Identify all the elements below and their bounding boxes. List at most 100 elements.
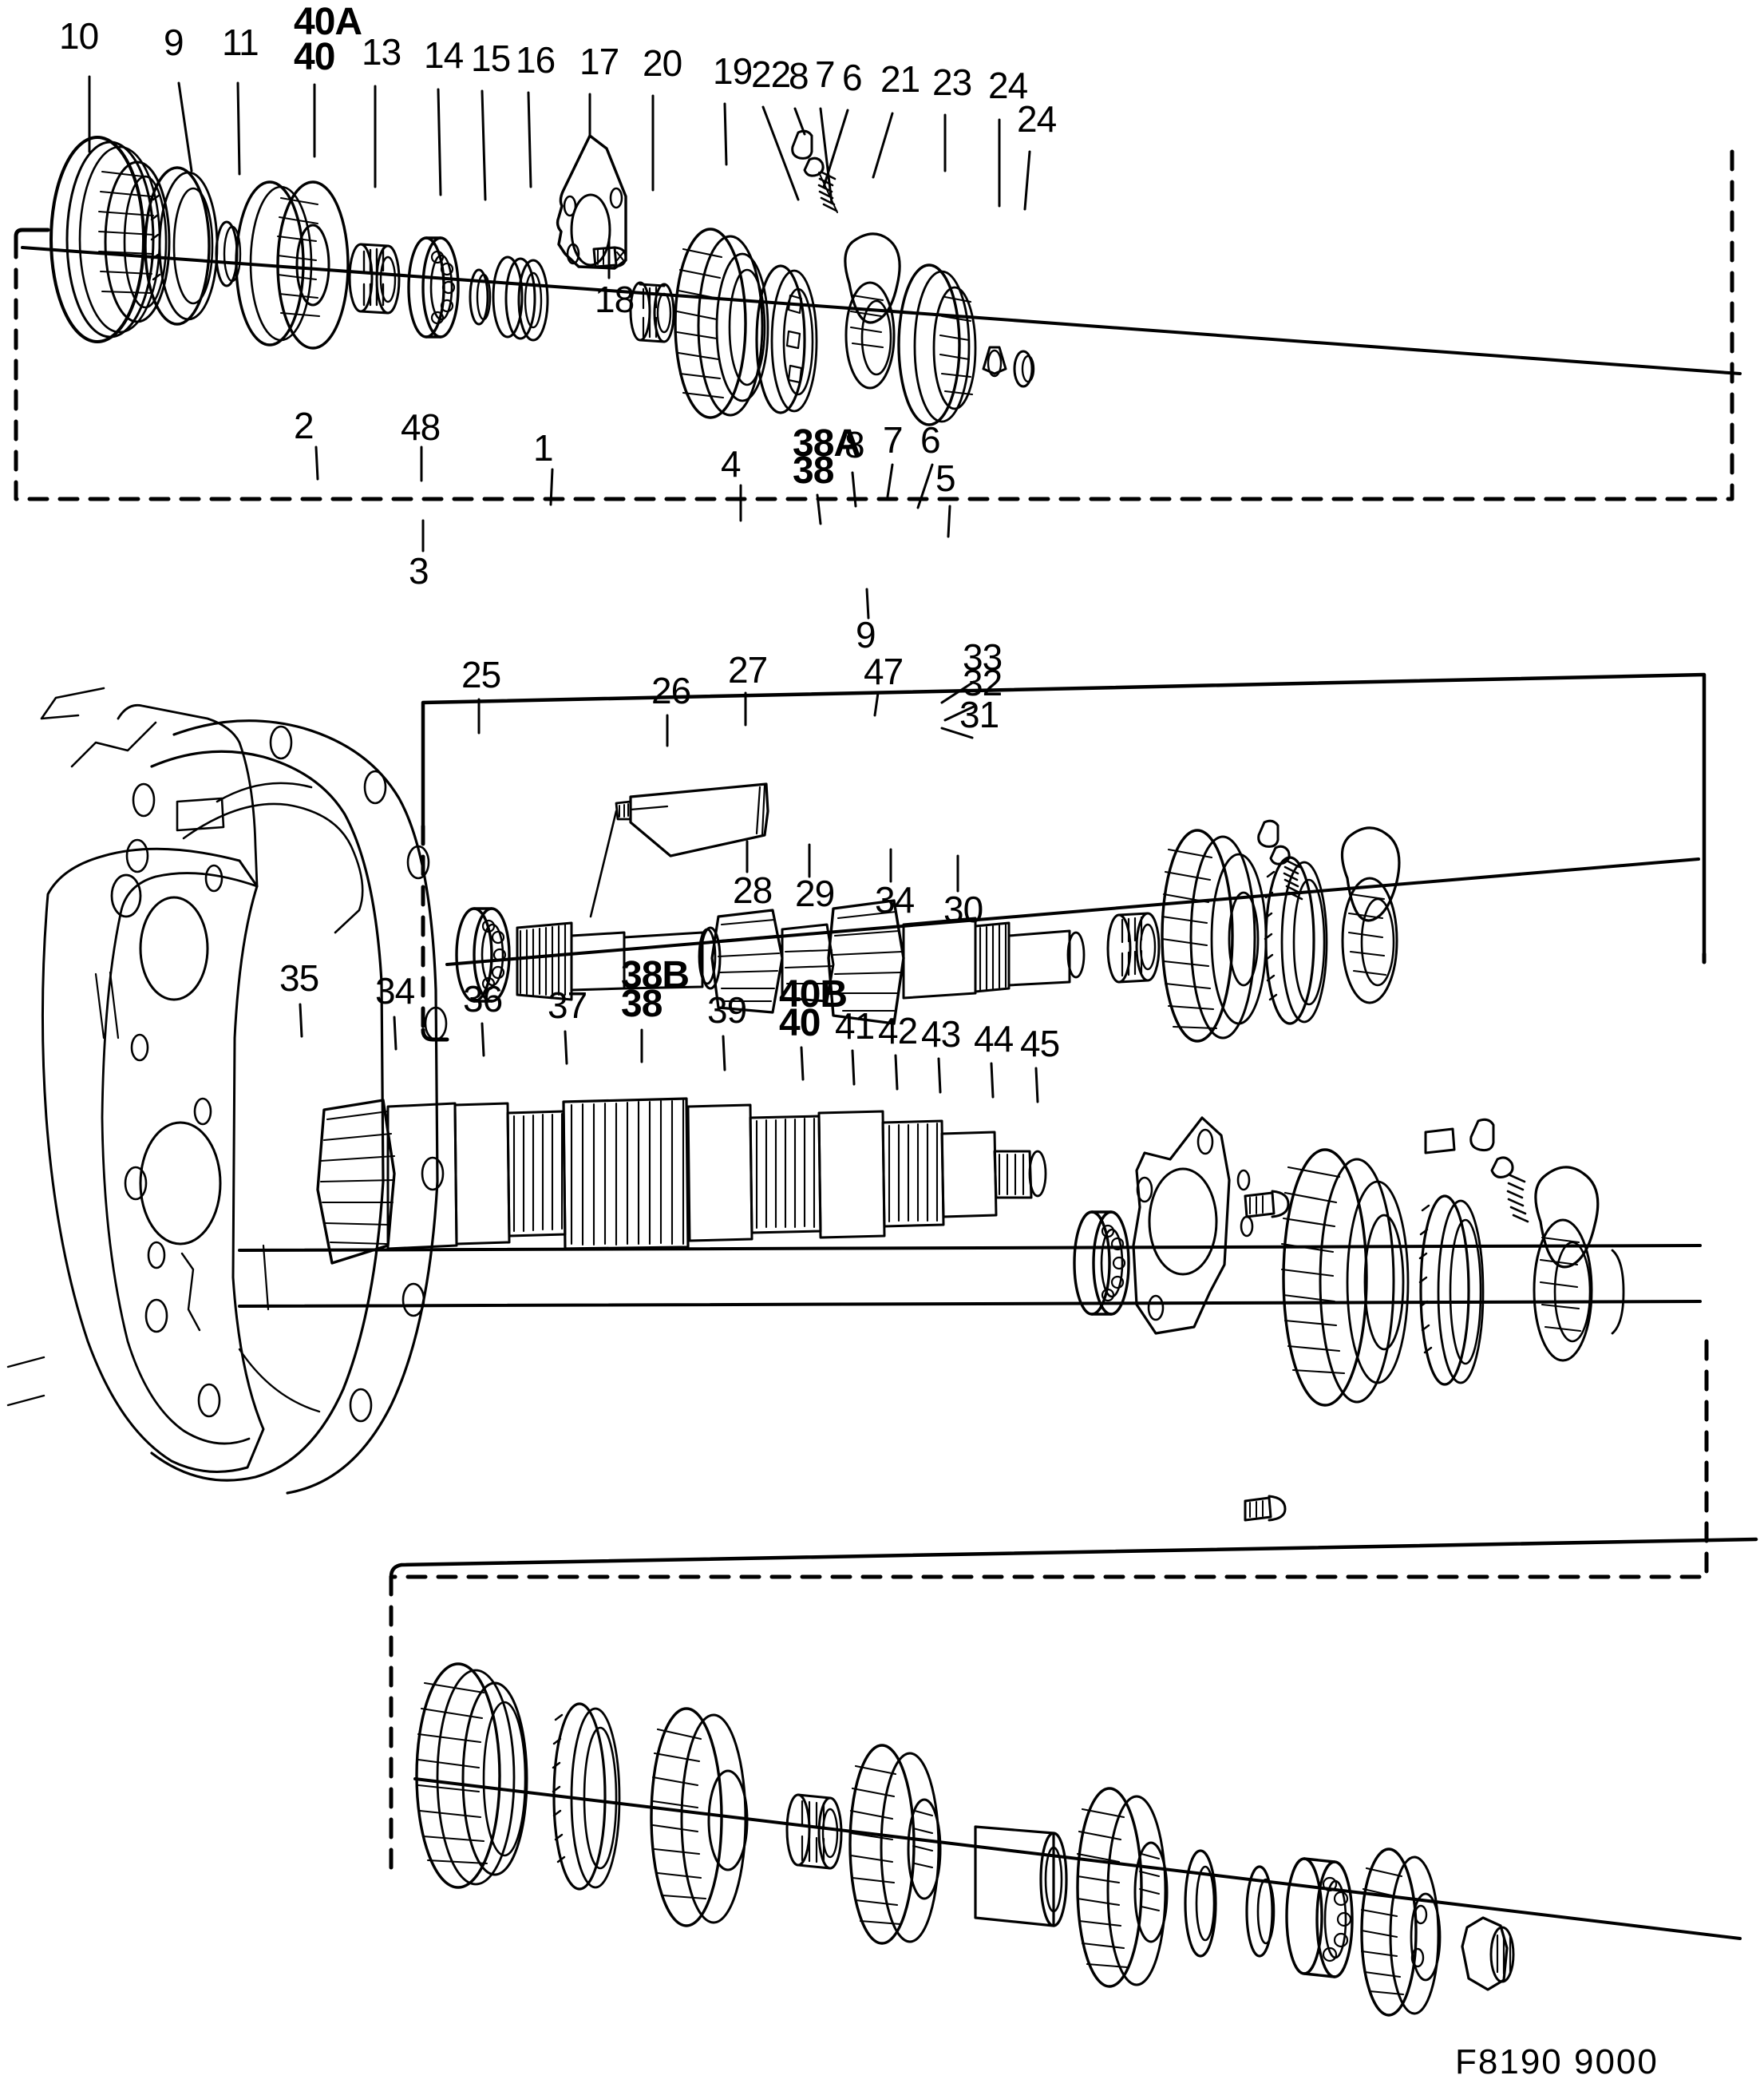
part-10-sleeve xyxy=(49,136,171,343)
callout-38-bot: 38 xyxy=(621,983,662,1025)
callout-40A: 40A xyxy=(294,1,362,43)
callout-20: 20 xyxy=(643,42,682,84)
part-26-bearing xyxy=(1073,1210,1130,1316)
part-14-ball-bearing xyxy=(407,236,460,339)
callout-47: 47 xyxy=(864,651,904,692)
part-47-bolt-head xyxy=(1424,1127,1456,1154)
callout-6-top: 6 xyxy=(842,57,863,98)
part-24-selector-a xyxy=(982,346,1007,378)
part-48-sealant-tube xyxy=(589,782,769,918)
part-1-input-shaft xyxy=(516,899,1086,1025)
part-23-gear-ring xyxy=(897,263,977,426)
callout-36: 36 xyxy=(463,978,503,1020)
part-4-needle-bearing xyxy=(1106,912,1161,984)
callout-6-mid: 6 xyxy=(920,419,941,461)
callout-43: 43 xyxy=(921,1013,961,1055)
callout-17: 17 xyxy=(579,41,619,82)
part-25-layshaft xyxy=(316,1097,1047,1265)
callout-4: 4 xyxy=(721,443,742,485)
callout-35: 35 xyxy=(279,957,319,999)
diagram-caption: F8190 9000 xyxy=(1455,2042,1659,2081)
callout-3: 3 xyxy=(409,550,429,592)
callout-33: 33 xyxy=(963,636,1003,678)
group-bracket-lower xyxy=(389,1339,1709,1579)
callout-42: 42 xyxy=(878,1010,918,1051)
callout-7-top: 7 xyxy=(815,53,836,95)
callout-21: 21 xyxy=(880,58,920,100)
callout-38-mid: 38 xyxy=(793,449,834,492)
callout-18: 18 xyxy=(595,279,635,320)
part-45-nut xyxy=(1461,1916,1515,1991)
part-gearbox-housing xyxy=(6,687,448,1495)
callout-10: 10 xyxy=(59,15,99,57)
part-3-thrust-washer xyxy=(698,928,717,985)
callout-31: 31 xyxy=(959,694,999,735)
part-8-detent-ball-middle xyxy=(1257,819,1279,848)
callout-27: 27 xyxy=(728,649,768,691)
callout-25: 25 xyxy=(461,654,501,695)
part-21-synchro-hub xyxy=(844,232,901,390)
callout-38B: 38B xyxy=(621,954,690,996)
callout-37: 37 xyxy=(548,984,587,1026)
part-43-roller-bearing xyxy=(1285,1857,1354,1978)
callout-1: 1 xyxy=(533,427,554,469)
part-8-detent-ball xyxy=(791,129,813,160)
axis-middle-row xyxy=(445,857,1700,966)
part-24-selector-b xyxy=(1013,350,1035,388)
callout-16: 16 xyxy=(516,39,556,81)
callout-40B: 40B xyxy=(779,973,848,1016)
part-35-sliding-sleeve xyxy=(415,1662,528,1889)
callout-44: 44 xyxy=(974,1018,1014,1059)
part-34-baulk-ring-lower xyxy=(1418,1194,1485,1386)
leader-lines xyxy=(88,75,1039,1103)
part-32-plunger xyxy=(1490,1156,1514,1178)
part-27-retainer-plate xyxy=(1132,1116,1254,1335)
callout-28: 28 xyxy=(733,869,773,911)
part-30-synchro-hub xyxy=(1533,1166,1625,1362)
callout-23: 23 xyxy=(932,61,972,103)
group-bracket-top xyxy=(14,140,1734,501)
callout-9: 9 xyxy=(164,22,184,63)
callout-48: 48 xyxy=(401,406,441,448)
part-42-shim xyxy=(1245,1865,1276,1958)
callout-38A: 38A xyxy=(793,422,861,465)
group-bracket-bottom-top xyxy=(389,1537,1758,1579)
callout-13: 13 xyxy=(362,31,401,73)
callout-41: 41 xyxy=(835,1005,875,1047)
part-20-needle-bearing xyxy=(629,281,675,343)
part-6-spring-middle xyxy=(1283,859,1303,901)
part-13-needle-bearing xyxy=(348,243,401,315)
callout-32: 32 xyxy=(963,662,1003,703)
callout-8-mid: 8 xyxy=(844,424,865,465)
callout-39: 39 xyxy=(707,989,747,1031)
callout-19: 19 xyxy=(713,50,753,92)
part-9-baulk-ring-middle xyxy=(1264,856,1328,1025)
part-38-helical-gear xyxy=(1161,829,1268,1043)
callout-45: 45 xyxy=(1020,1023,1060,1064)
axis-top-row xyxy=(21,246,1742,375)
part-9-baulk-ring-top xyxy=(144,166,219,326)
callout-40: 40 xyxy=(294,36,335,78)
part-7-plunger xyxy=(803,156,825,177)
part-44-pinion-gear xyxy=(1360,1847,1442,2017)
part-7-plunger-middle xyxy=(1269,845,1291,865)
callout-34-bot: 34 xyxy=(375,970,415,1012)
part-39-spacer-sleeve xyxy=(974,1825,1068,1927)
callout-9-mid: 9 xyxy=(856,614,876,655)
callout-14: 14 xyxy=(424,34,464,76)
part-22-synchro-ring xyxy=(755,264,818,414)
callout-24-a: 24 xyxy=(988,65,1028,106)
axis-lower-row-b xyxy=(238,1300,1702,1308)
part-29-driven-gear xyxy=(1280,1148,1410,1407)
callout-26: 26 xyxy=(651,670,691,711)
callout-15: 15 xyxy=(471,38,511,79)
callout-7-mid: 7 xyxy=(883,419,904,461)
part-34-baulk-ring-bottom xyxy=(552,1702,621,1891)
part-40-gear-bottom xyxy=(1076,1787,1169,1988)
axis-lower-row-a xyxy=(238,1244,1702,1252)
part-5-synchro-hub xyxy=(1340,826,1401,1004)
part-28-screws xyxy=(1244,1190,1290,1522)
part-16-shim-rings xyxy=(492,255,549,342)
